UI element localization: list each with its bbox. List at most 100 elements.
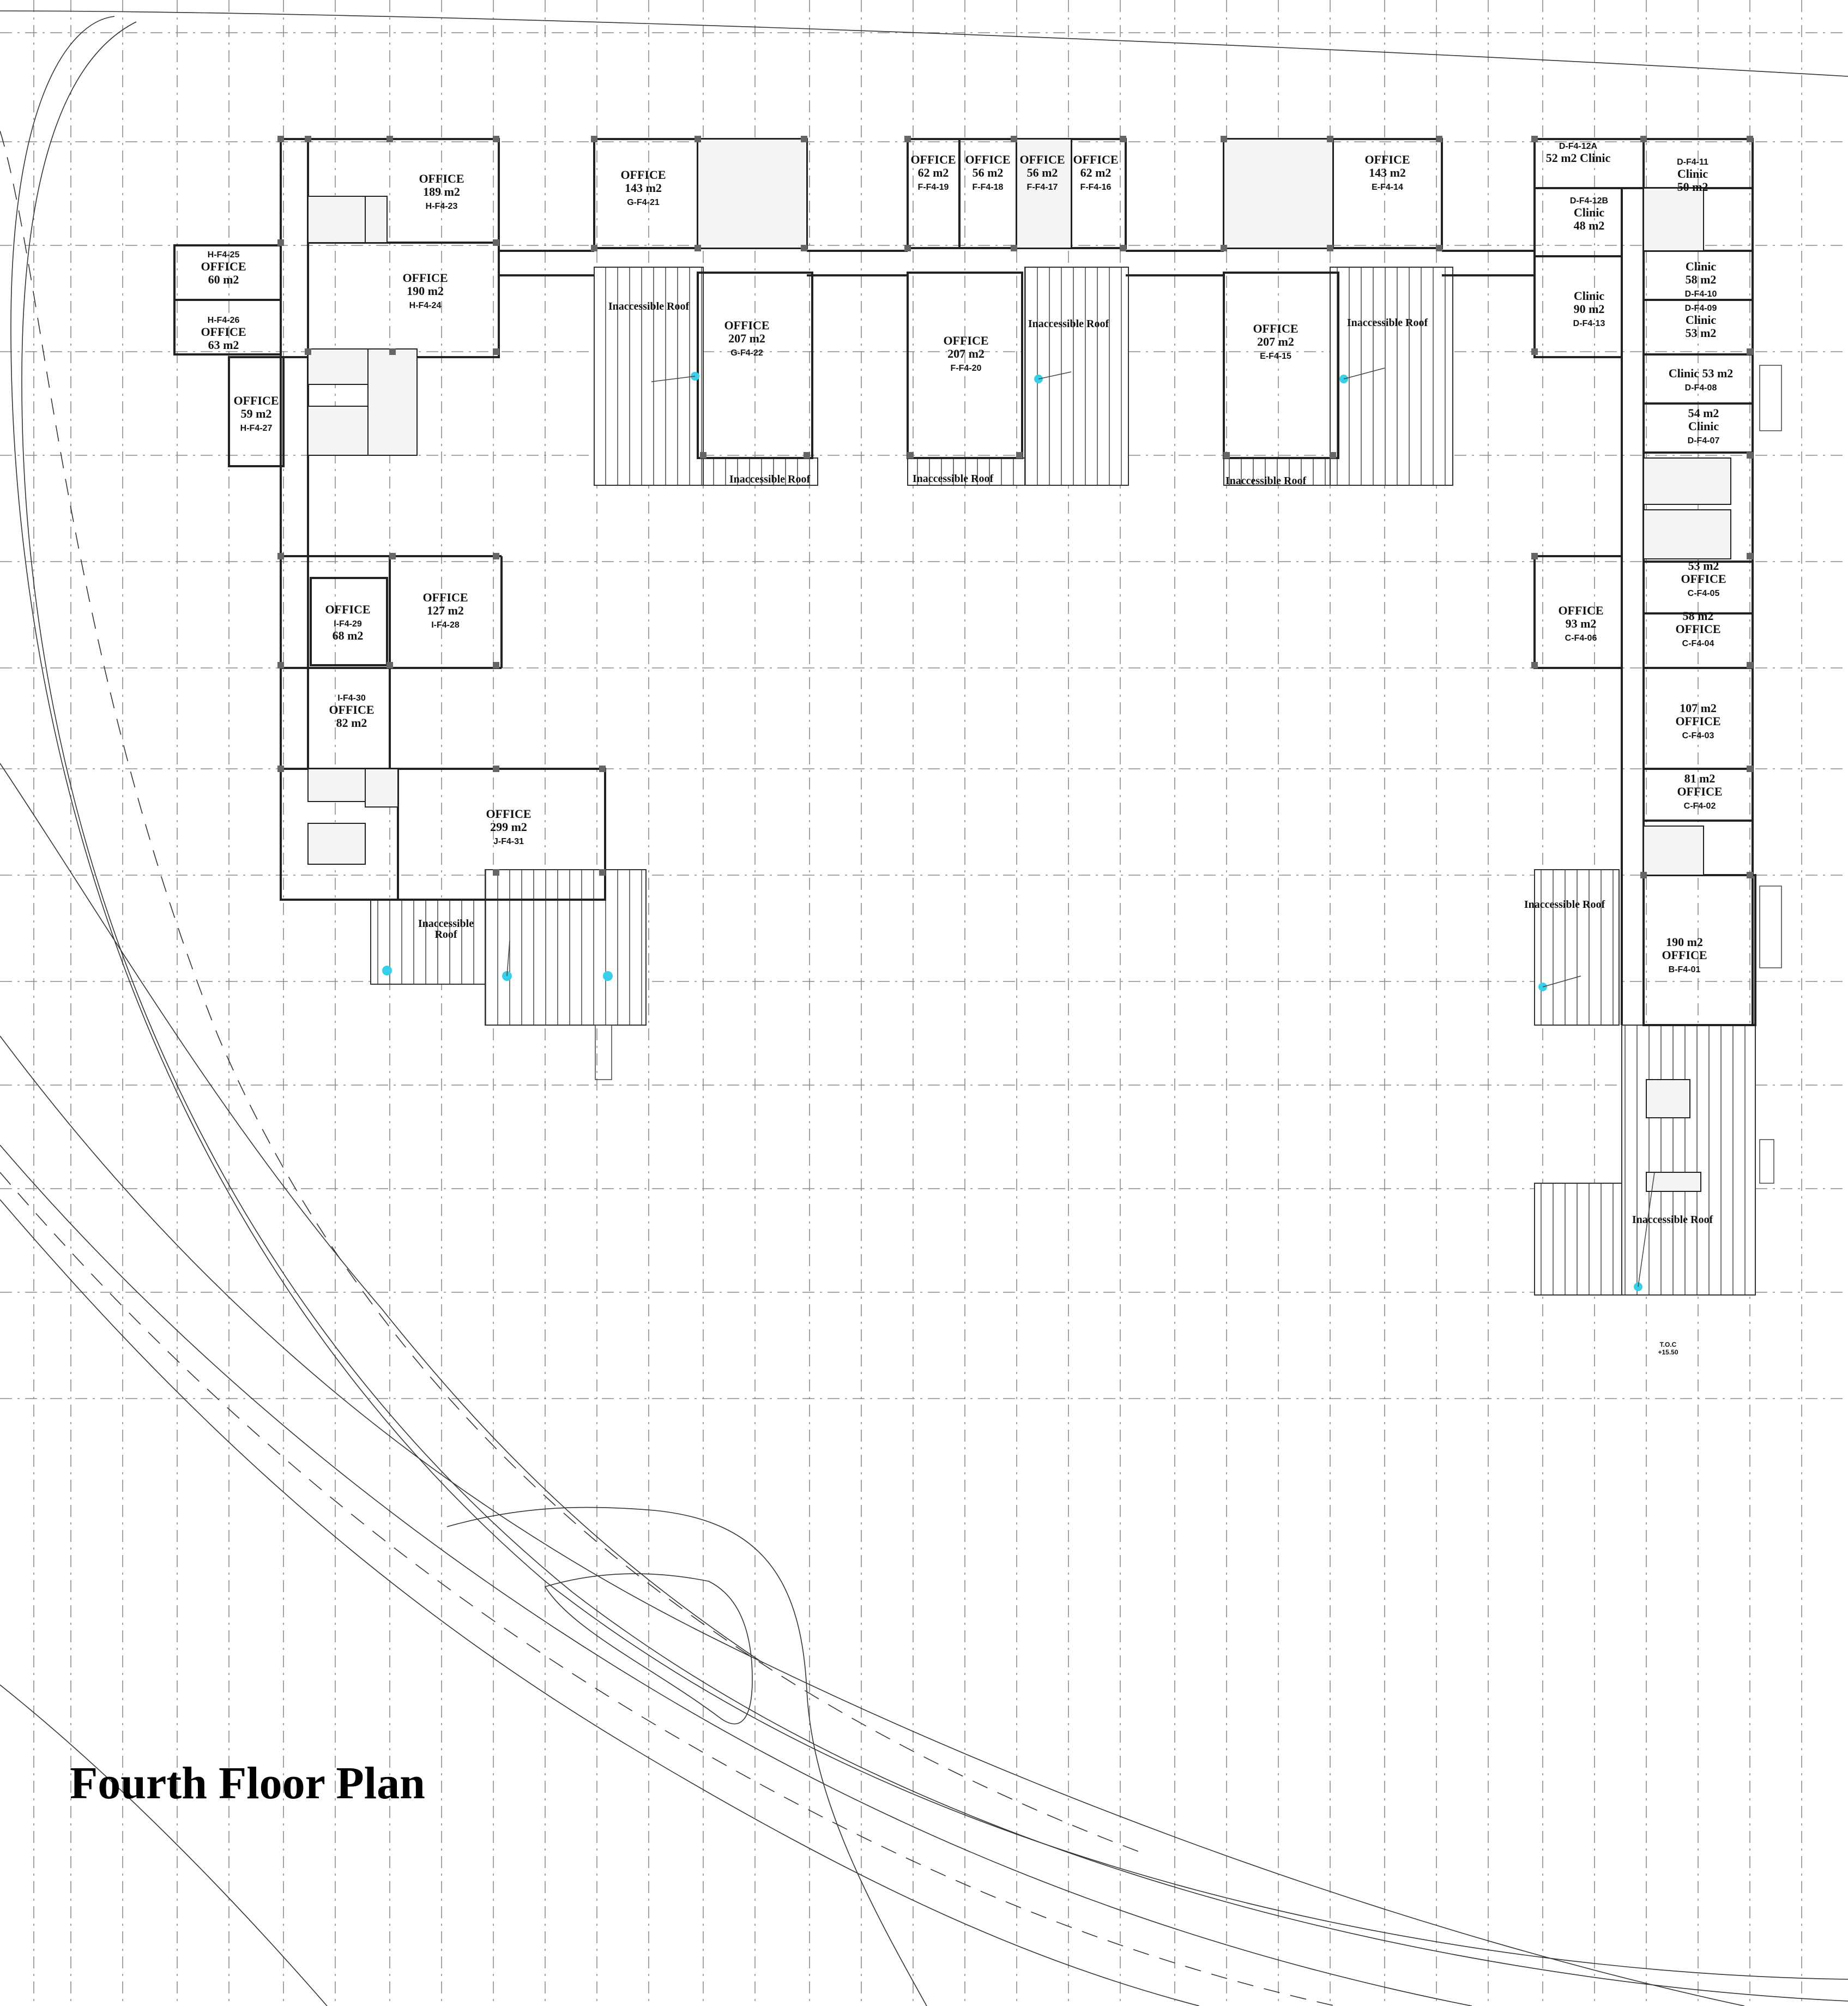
room-label-line: 190 m2	[1666, 935, 1703, 949]
room-label-line: OFFICE	[486, 807, 531, 821]
room-label-line: C-F4-04	[1682, 639, 1714, 648]
room-label-line: 90 m2	[1574, 302, 1605, 316]
roof-b-south	[1621, 1025, 1756, 1296]
room-label-line: D-F4-10	[1685, 290, 1717, 299]
roof-label-r6: Inaccessible Roof	[1225, 475, 1307, 487]
room-label-line: 58 m2	[1686, 273, 1717, 286]
roof-drains	[382, 368, 1655, 1291]
room-label-line: OFFICE	[1675, 714, 1720, 728]
room-label-line: H-F4-23	[426, 202, 458, 211]
room-label-line: F-F4-17	[1027, 183, 1058, 192]
room-label-line: 52 m2 Clinic	[1546, 151, 1611, 165]
room-label-line: 127 m2	[427, 604, 464, 617]
room-label-line: 82 m2	[336, 716, 367, 730]
room-label-line: 59 m2	[241, 407, 272, 420]
room-label-line: OFFICE	[620, 168, 666, 182]
room-label-line: C-F4-03	[1682, 731, 1714, 740]
room-label-line: C-F4-06	[1565, 634, 1597, 643]
room-label-line: OFFICE	[1662, 948, 1707, 962]
room-label-line: OFFICE	[402, 271, 448, 285]
room-label-line: H-F4-24	[409, 301, 442, 310]
room-label-line: 53 m2	[1688, 559, 1719, 573]
roof-label-r4: Inaccessible Roof	[729, 473, 811, 485]
room-label-line: OFFICE	[1677, 785, 1722, 798]
room-label-line: 53 m2	[1686, 326, 1717, 340]
room-label-line: C-F4-05	[1688, 589, 1720, 598]
room-label-line: H-F4-27	[240, 424, 273, 433]
room-label-line: 60 m2	[208, 273, 239, 286]
room-label-line: I-F4-30	[337, 694, 366, 703]
roof-e-east	[1330, 267, 1453, 486]
room-label-line: Clinic	[1688, 419, 1719, 433]
room-label-line: OFFICE	[1253, 322, 1298, 335]
core-blocks	[307, 138, 1731, 1192]
room-label-line: F-F4-16	[1080, 183, 1112, 192]
room-label-line: 81 m2	[1684, 772, 1716, 785]
room-label-line: D-F4-07	[1688, 436, 1720, 445]
room-label-line: OFFICE	[422, 591, 468, 604]
room-label-line: I-F4-29	[334, 619, 362, 629]
room-label-line: 189 m2	[423, 185, 460, 198]
roof-b-west	[1534, 869, 1620, 1026]
room-label-line: G-F4-22	[730, 348, 763, 358]
room-label-line: F-F4-20	[951, 364, 982, 373]
room-label-line: D-F4-11	[1677, 158, 1708, 167]
room-label-line: OFFICE	[201, 260, 246, 273]
room-label-line: J-F4-31	[493, 837, 524, 846]
room-label-line: D-F4-12B	[1570, 196, 1608, 206]
roof-label-line: Roof	[434, 929, 457, 941]
room-label-line: G-F4-21	[627, 198, 660, 207]
roof-label-r2: Inaccessible Roof	[1028, 318, 1109, 330]
room-label-line: D-F4-09	[1685, 304, 1717, 313]
room-label-line: 68 m2	[333, 629, 364, 642]
room-label-line: D-F4-08	[1685, 383, 1717, 393]
room-label-line: OFFICE	[1364, 153, 1410, 166]
room-label-line: OFFICE	[325, 603, 370, 616]
room-label-line: 143 m2	[1369, 166, 1406, 179]
room-label-line: C-F4-02	[1684, 802, 1716, 811]
room-label-line: OFFICE	[1681, 572, 1726, 586]
room-label-line: 63 m2	[208, 338, 239, 352]
roof-label-r3: Inaccessible Roof	[1347, 317, 1428, 329]
room-label-line: 62 m2	[918, 166, 949, 179]
room-label-line: 107 m2	[1680, 701, 1717, 715]
site-boundary-curves	[0, 10, 1848, 2006]
room-label-line: Clinic	[1574, 289, 1604, 303]
room-label-line: B-F4-01	[1669, 965, 1701, 974]
room-label-line: OFFICE	[233, 394, 279, 407]
roof-label-r9: Inaccessible Roof	[1632, 1214, 1713, 1226]
room-label-line: 48 m2	[1574, 219, 1605, 232]
room-label-line: D-F4-12A	[1559, 142, 1598, 151]
roof-label-r5: Inaccessible Roof	[913, 473, 994, 485]
room-label-line: 56 m2	[973, 166, 1004, 179]
roof-b-southwest	[1534, 1183, 1622, 1296]
room-label-line: 207 m2	[1257, 335, 1294, 348]
room-label-line: OFFICE	[1558, 604, 1603, 617]
room-label-line: H-F4-26	[208, 316, 240, 325]
level-tag-line1: T.O.C	[1660, 1341, 1677, 1348]
